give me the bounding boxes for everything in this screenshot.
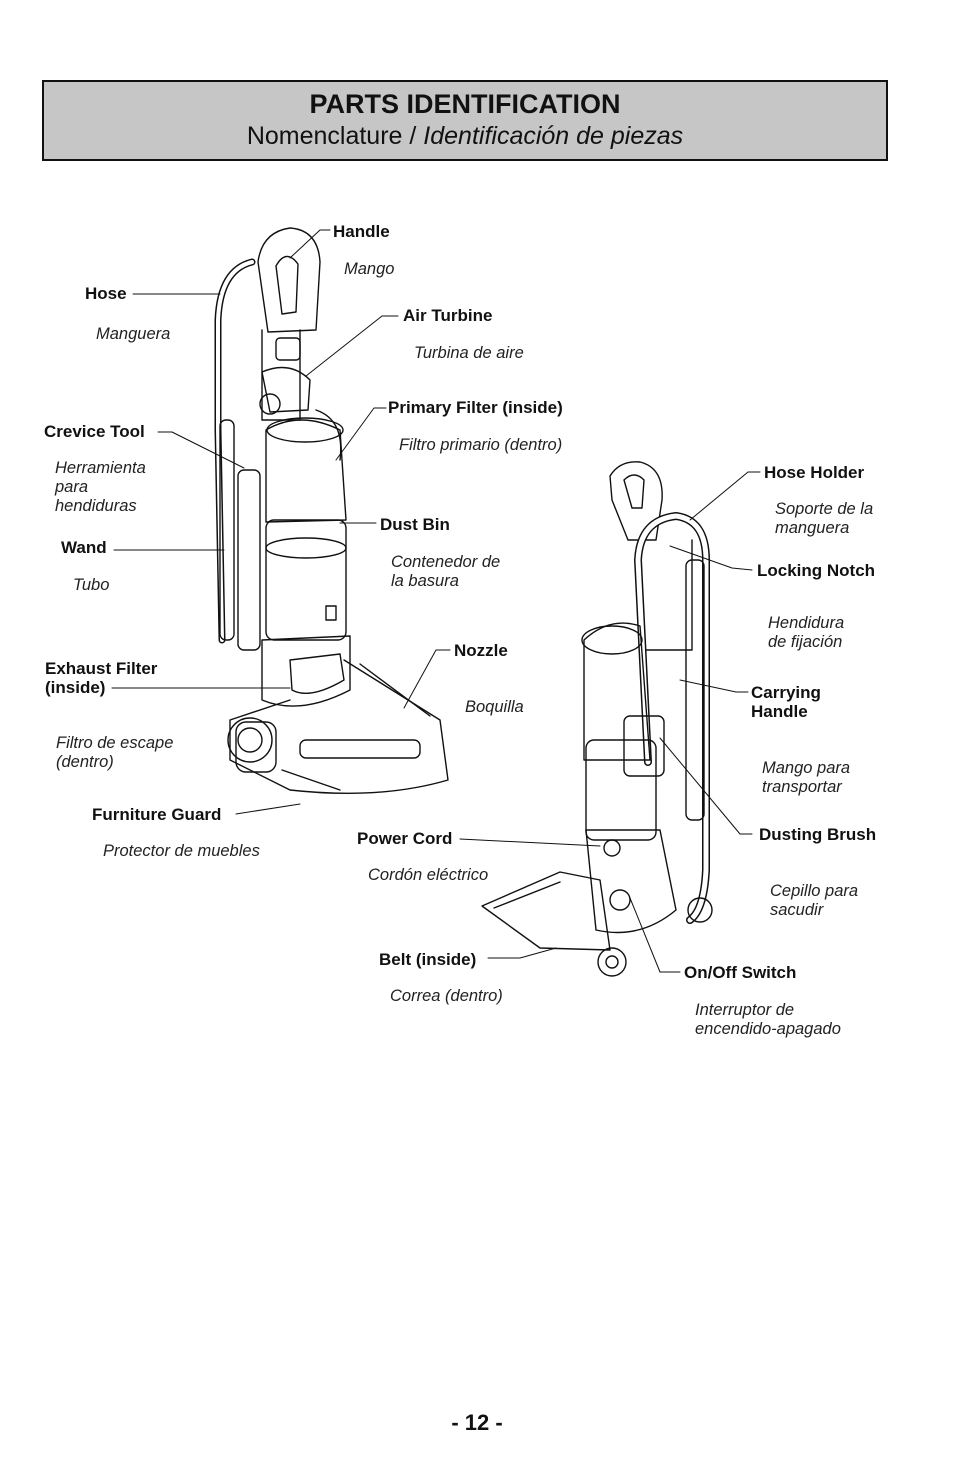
label-nozzle: Nozzle bbox=[454, 641, 508, 660]
translation-air-turbine: Turbina de aire bbox=[414, 344, 524, 362]
translation-dusting-brush: Cepillo para sacudir bbox=[770, 882, 859, 919]
label-belt: Belt (inside) bbox=[379, 950, 477, 969]
translation-hose-holder: Soporte de la manguera bbox=[775, 500, 874, 537]
translation-primary-filter: Filtro primario (dentro) bbox=[399, 436, 563, 454]
label-primary-filter: Primary Filter (inside) bbox=[388, 398, 563, 417]
translation-on-off-switch: Interruptor de encendido-apagado bbox=[695, 1001, 841, 1038]
translation-wand: Tubo bbox=[73, 576, 110, 594]
label-dust-bin: Dust Bin bbox=[380, 515, 450, 534]
section-title: PARTS IDENTIFICATION bbox=[309, 89, 621, 119]
translation-carrying-handle: Mango para transportar bbox=[762, 759, 851, 796]
translation-dust-bin: Contenedor de la basura bbox=[391, 553, 501, 590]
label-carrying-handle: Carrying Handle bbox=[751, 683, 821, 721]
rear-vacuum bbox=[481, 461, 713, 977]
label-hose-holder: Hose Holder bbox=[764, 463, 865, 482]
translation-exhaust-filter: Filtro de escape (dentro) bbox=[56, 734, 174, 771]
section-header: PARTS IDENTIFICATION Nomenclature / Iden… bbox=[42, 80, 888, 161]
section-subtitle: Nomenclature / Identificación de piezas bbox=[44, 120, 886, 152]
front-vacuum bbox=[214, 227, 449, 795]
translation-handle: Mango bbox=[344, 260, 395, 278]
label-hose: Hose bbox=[85, 284, 127, 303]
label-crevice-tool: Crevice Tool bbox=[44, 422, 145, 441]
translation-nozzle: Boquilla bbox=[465, 698, 524, 716]
translation-belt: Correa (dentro) bbox=[390, 987, 503, 1005]
label-wand: Wand bbox=[61, 538, 107, 557]
translation-power-cord: Cordón eléctrico bbox=[368, 866, 489, 884]
translation-hose: Manguera bbox=[96, 325, 171, 343]
translation-locking-notch: Hendidura de fijación bbox=[768, 614, 845, 651]
label-handle: Handle bbox=[333, 222, 390, 241]
label-dusting-brush: Dusting Brush bbox=[759, 825, 877, 844]
label-air-turbine: Air Turbine bbox=[403, 306, 493, 325]
label-power-cord: Power Cord bbox=[357, 829, 453, 848]
subtitle-spanish: Identificación de piezas bbox=[423, 122, 684, 150]
page-number: - 12 - bbox=[451, 1410, 503, 1435]
label-locking-notch: Locking Notch bbox=[757, 561, 876, 580]
leader-lines bbox=[111, 229, 761, 973]
translation-furniture-guard: Protector de muebles bbox=[103, 842, 260, 860]
label-exhaust-filter: Exhaust Filter (inside) bbox=[45, 659, 158, 697]
translation-crevice-tool: Herramienta para hendiduras bbox=[55, 459, 146, 515]
label-on-off-switch: On/Off Switch bbox=[684, 963, 797, 982]
label-furniture-guard: Furniture Guard bbox=[92, 805, 222, 824]
subtitle-french: Nomenclature / bbox=[246, 122, 424, 150]
